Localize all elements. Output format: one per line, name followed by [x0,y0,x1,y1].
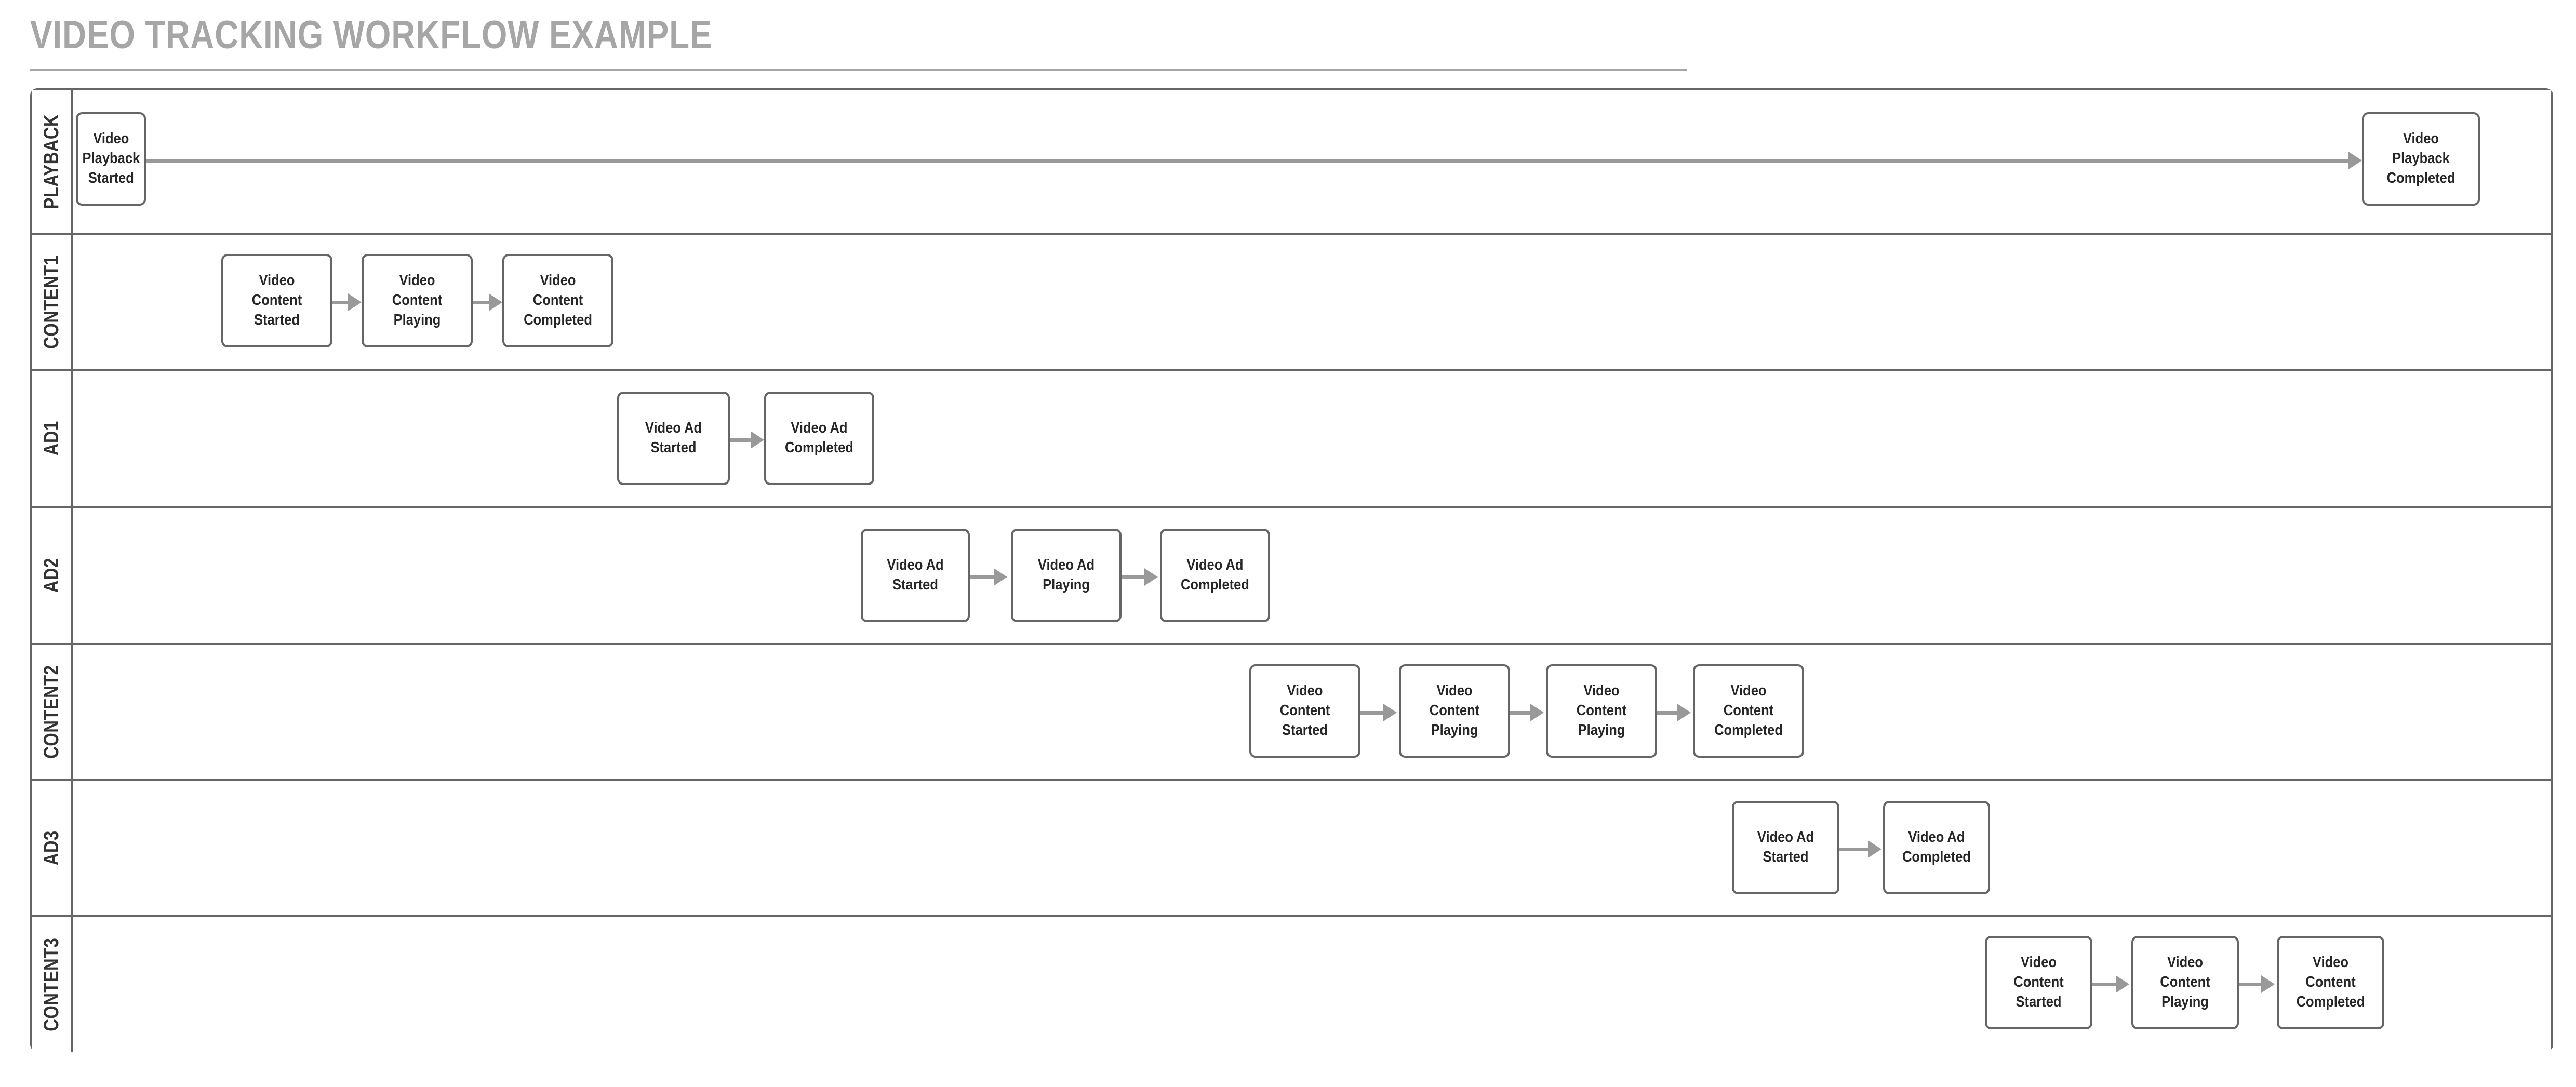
connector-arrowhead-icon [2261,975,2275,993]
workflow-node-label: Video Ad Playing [1037,557,1095,593]
workflow-node-ad1-completed[interactable]: Video Ad Completed [764,392,874,485]
workflow-node-label: Video Content Started [1279,682,1330,739]
workflow-node-ad2-completed[interactable]: Video Ad Completed [1160,529,1270,622]
connector-arrowhead-icon [1868,840,1881,858]
connector-arrowhead-icon [1677,704,1691,721]
workflow-node-label: Video Content Playing [1576,682,1627,739]
workflow-node-label: Video Ad Started [887,557,944,593]
connector-line [146,159,2348,163]
workflow-node-c2-playing-1[interactable]: Video Content Playing [1399,664,1510,758]
swimlane-ad1: AD1 Video Ad Started Video Ad Completed [32,371,2551,508]
swimlane-body-content2: Video Content Started Video Content Playi… [73,645,2551,779]
workflow-node-c3-completed[interactable]: Video Content Completed [2277,936,2384,1029]
swimlane-body-content3: Video Content Started Video Content Playi… [73,917,2551,1052]
swimlane-header-content1: CONTENT1 [32,235,73,369]
connector-arrowhead-icon [1144,568,1158,586]
swimlane-header-playback: PLAYBACK [32,90,73,233]
connector-arrowhead-icon [348,293,362,311]
swimlane-body-ad3: Video Ad Started Video Ad Completed [73,781,2551,915]
swimlane-header-content3: CONTENT3 [32,917,73,1052]
workflow-node-label: Video Content Completed [524,272,592,328]
swimlane-label-ad1: AD1 [39,421,63,456]
connector-arrowhead-icon [2348,152,2362,169]
connector-line [1122,575,1144,579]
workflow-node-label: Video Ad Completed [785,420,853,456]
workflow-node-label: Video Content Playing [392,272,443,328]
swimlane-header-ad1: AD1 [32,371,73,506]
connector-line [1657,711,1677,715]
title-divider [30,69,1687,71]
connector-arrowhead-icon [1383,704,1397,721]
workflow-node-label: Video Content Playing [2160,954,2210,1010]
swimlane-header-ad3: AD3 [32,781,73,915]
connector-line [1360,711,1383,715]
title-block: VIDEO TRACKING WORKFLOW EXAMPLE [30,16,1687,71]
workflow-node-c1-playing[interactable]: Video Content Playing [362,254,473,347]
workflow-node-playback-started[interactable]: Video Playback Started [76,112,146,206]
swimlane-label-content1: CONTENT1 [39,255,63,349]
workflow-node-label: Video Content Started [2013,954,2064,1010]
connector-arrowhead-icon [751,431,764,449]
workflow-node-label: Video Playback Completed [2386,130,2455,186]
swimlane-label-playback: PLAYBACK [39,114,63,209]
swimlane-label-ad2: AD2 [39,558,63,593]
workflow-node-label: Video Ad Started [645,420,702,456]
swimlane-header-content2: CONTENT2 [32,645,73,779]
connector-line [332,301,348,304]
swimlane-body-ad2: Video Ad Started Video Ad Playing Video Ad… [73,508,2551,643]
swimlane-body-playback: Video Playback Started Video Playback Com… [73,90,2551,233]
swimlane-ad3: AD3 Video Ad Started Video Ad Completed [32,781,2551,917]
connector-line [473,301,489,304]
workflow-node-ad1-started[interactable]: Video Ad Started [617,392,730,485]
page-title: VIDEO TRACKING WORKFLOW EXAMPLE [30,13,713,57]
workflow-node-c1-completed[interactable]: Video Content Completed [502,254,613,347]
swimlane-label-content3: CONTENT3 [39,937,63,1031]
swimlane-label-ad3: AD3 [39,830,63,866]
connector-line [1839,848,1868,851]
workflow-node-c2-completed[interactable]: Video Content Completed [1693,664,1804,758]
swimlane-body-ad1: Video Ad Started Video Ad Completed [73,371,2551,506]
workflow-node-c2-playing-2[interactable]: Video Content Playing [1546,664,1657,758]
connector-line [2239,983,2261,986]
swimlane-header-ad2: AD2 [32,508,73,643]
workflow-node-label: Video Content Playing [1429,682,1480,739]
connector-arrowhead-icon [2116,975,2129,993]
connector-line [970,575,994,579]
connector-line [730,438,751,442]
workflow-node-ad2-started[interactable]: Video Ad Started [861,529,970,622]
workflow-node-c2-started[interactable]: Video Content Started [1249,664,1360,758]
workflow-node-label: Video Playback Started [82,130,140,186]
connector-line [1510,711,1530,715]
workflow-node-playback-completed[interactable]: Video Playback Completed [2362,112,2480,206]
connector-arrowhead-icon [489,293,502,311]
workflow-node-label: Video Ad Started [1757,829,1814,865]
workflow-node-ad3-started[interactable]: Video Ad Started [1732,801,1839,894]
workflow-node-ad3-completed[interactable]: Video Ad Completed [1883,801,1990,894]
swimlane-body-content1: Video Content Started Video Content Playi… [73,235,2551,369]
workflow-node-label: Video Content Completed [1714,682,1783,739]
workflow-node-c1-started[interactable]: Video Content Started [221,254,332,347]
connector-line [2092,983,2116,986]
workflow-node-label: Video Ad Completed [1181,557,1249,593]
workflow-node-ad2-playing[interactable]: Video Ad Playing [1011,529,1122,622]
connector-arrowhead-icon [1530,704,1544,721]
workflow-node-label: Video Ad Completed [1902,829,1971,865]
swimlane-label-content2: CONTENT2 [39,665,63,759]
connector-arrowhead-icon [994,568,1007,586]
workflow-node-c3-started[interactable]: Video Content Started [1985,936,2092,1029]
workflow-node-c3-playing[interactable]: Video Content Playing [2131,936,2239,1029]
workflow-node-label: Video Content Completed [2296,954,2365,1010]
workflow-node-label: Video Content Started [251,272,302,328]
